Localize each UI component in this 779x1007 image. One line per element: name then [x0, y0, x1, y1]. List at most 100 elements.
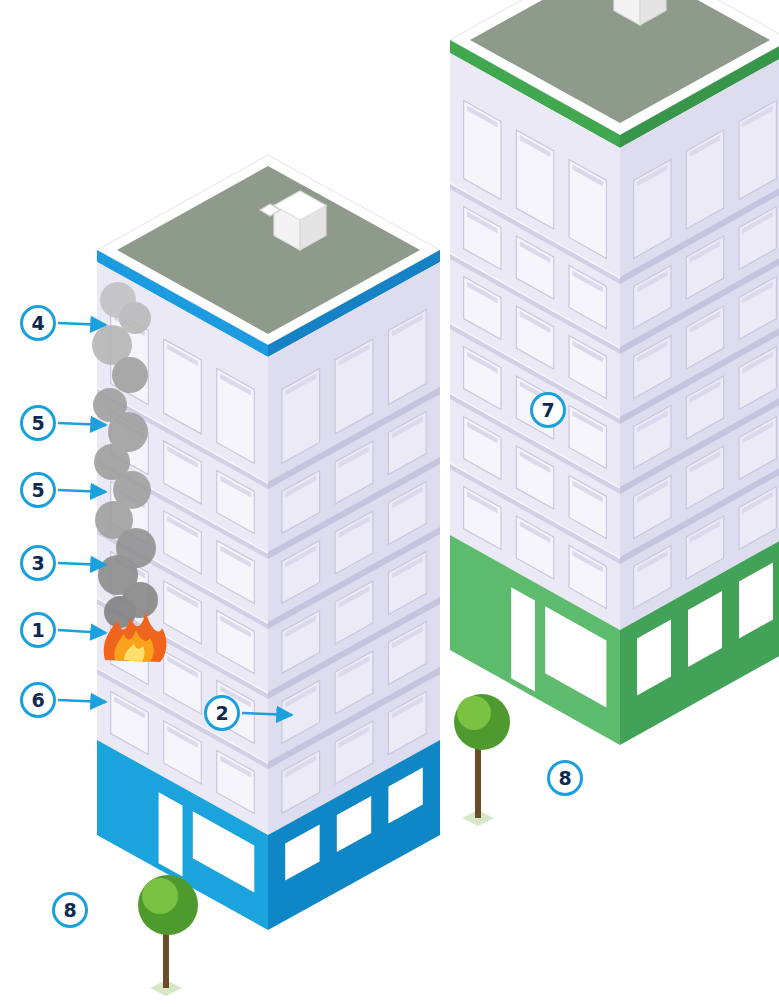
window-frame [220, 545, 251, 567]
window-frame [220, 475, 251, 497]
floor-ledge [620, 182, 779, 284]
fire [104, 612, 167, 662]
roof-unit [614, 0, 640, 25]
window [111, 692, 149, 755]
window [282, 541, 320, 604]
window-frame [520, 451, 551, 473]
window [335, 511, 373, 574]
roof-unit [274, 191, 326, 220]
window [739, 487, 776, 550]
window [335, 581, 373, 644]
window-frame [690, 521, 721, 543]
leader-arrow [58, 323, 292, 715]
window [739, 101, 776, 200]
window [686, 236, 723, 299]
window-frame [392, 417, 423, 439]
window [164, 721, 202, 784]
callout-number: 5 [20, 472, 56, 508]
window-frame [637, 410, 668, 432]
window-frame [637, 480, 668, 502]
window-frame [339, 344, 370, 366]
window [388, 692, 426, 755]
window [164, 651, 202, 714]
window [282, 751, 320, 814]
window [335, 721, 373, 784]
floor-ledge [450, 462, 620, 559]
window-frame [637, 550, 668, 572]
callout-number: 7 [530, 392, 566, 428]
window [388, 482, 426, 545]
callout-number: 8 [547, 760, 583, 796]
window [335, 651, 373, 714]
window [282, 681, 320, 744]
callout-number: 5 [20, 405, 56, 441]
shop-window [193, 811, 255, 892]
window-frame [742, 422, 773, 444]
window [569, 546, 606, 609]
window-frame [467, 282, 498, 304]
shop-window [388, 768, 422, 824]
window-frame [392, 557, 423, 579]
window-frame [520, 241, 551, 263]
floor-ledge [620, 252, 779, 354]
window-frame [637, 340, 668, 362]
floor-ledge [450, 392, 620, 489]
window-frame [285, 475, 316, 497]
floor-ledge [620, 392, 779, 494]
window [569, 406, 606, 469]
window-frame [392, 627, 423, 649]
window-frame [690, 135, 721, 157]
window-frame [285, 545, 316, 567]
window-frame [392, 487, 423, 509]
window [282, 611, 320, 674]
window [464, 487, 501, 550]
window [164, 339, 202, 434]
callout-number: 2 [204, 695, 240, 731]
callout-number: 3 [20, 545, 56, 581]
tree [138, 875, 198, 996]
window [464, 207, 501, 270]
window [388, 310, 426, 405]
window-frame [572, 340, 603, 362]
roof-unit [640, 0, 666, 25]
window [464, 347, 501, 410]
building-details [97, 0, 779, 892]
window [464, 417, 501, 480]
callout-number: 6 [20, 682, 56, 718]
window [569, 160, 606, 259]
window [516, 306, 553, 369]
window [217, 611, 255, 674]
window-frame [339, 586, 370, 608]
window-frame [220, 373, 251, 395]
window [282, 471, 320, 534]
window [388, 622, 426, 685]
window-frame [285, 615, 316, 637]
window [686, 376, 723, 439]
window [569, 266, 606, 329]
window-frame [690, 451, 721, 473]
building-windows [450, 0, 779, 707]
tree [454, 694, 510, 826]
window [282, 369, 320, 464]
shop-window [688, 591, 722, 667]
window [217, 751, 255, 814]
blue-building [97, 155, 440, 930]
shop-window [545, 606, 606, 707]
window [634, 476, 671, 539]
floor-ledge [450, 252, 620, 349]
window [388, 412, 426, 475]
floor-ledge [97, 527, 268, 629]
window [739, 417, 776, 480]
window-frame [520, 521, 551, 543]
door [159, 792, 183, 876]
window-frame [339, 656, 370, 678]
window [217, 471, 255, 534]
building-windows [97, 191, 440, 893]
window [634, 406, 671, 469]
floor-ledge [97, 597, 268, 694]
window [739, 277, 776, 340]
window-frame [467, 422, 498, 444]
window [686, 446, 723, 509]
window-frame [114, 697, 145, 719]
